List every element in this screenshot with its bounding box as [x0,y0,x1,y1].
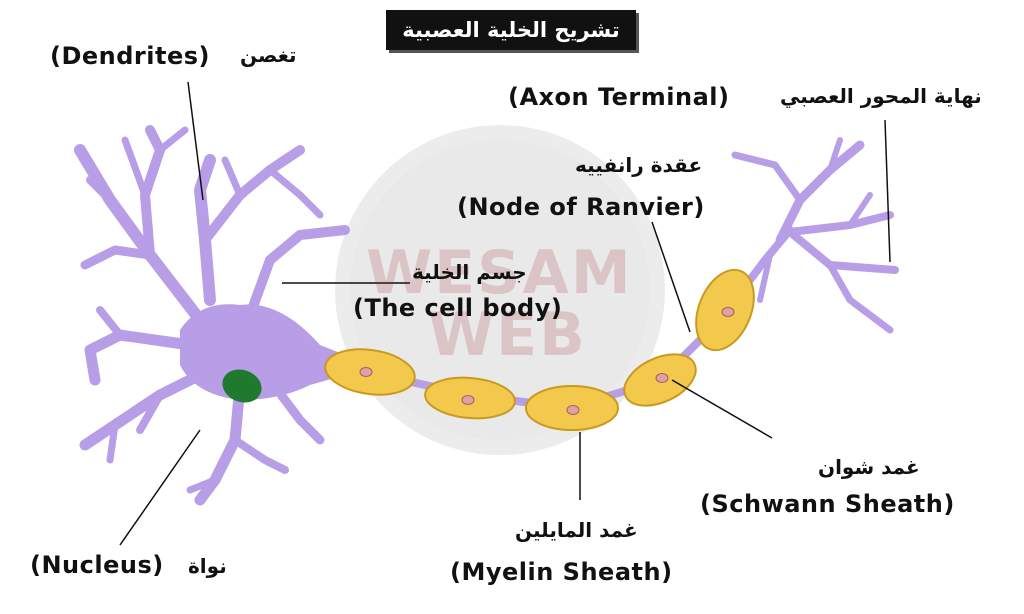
leader-lines [119,81,891,546]
nucleus-shape [222,369,262,403]
cell-body-shape [180,304,345,400]
dendrites-shape [74,125,350,506]
axon-terminal-shape [731,137,899,334]
schwann-sheath-label-english: (Schwann Sheath) [700,490,955,518]
nucleus-label-english: (Nucleus) [30,551,164,579]
node-of-ranvier-label-arabic: عقدة رانفييه [575,153,703,177]
dendrites-label-arabic: تغصن [240,43,297,67]
axon-terminal-label-arabic: نهاية المحور العصبي [780,84,982,108]
axon-terminal-label-english: (Axon Terminal) [508,83,730,111]
watermark-text-1: WESAM [366,238,633,308]
watermark-text-2: WEB [428,300,587,370]
cell-body-label-arabic: جسم الخلية [412,260,527,284]
schwann-nuclei [359,307,735,415]
myelin-sheath-label-arabic: غمد المايلين [515,518,638,542]
watermark-disc [335,125,665,455]
schwann-sheath-label-arabic: غمد شوان [818,455,920,479]
cell-body-label-english: (The cell body) [353,294,563,322]
nucleus-label-arabic: نواة [188,554,227,578]
diagram-title: تشريح الخلية العصبية [386,10,636,50]
dendrites-label-english: (Dendrites) [50,42,210,70]
node-of-ranvier-label-english: (Node of Ranvier) [457,193,705,221]
myelin-sheath-label-english: (Myelin Sheath) [450,558,673,586]
